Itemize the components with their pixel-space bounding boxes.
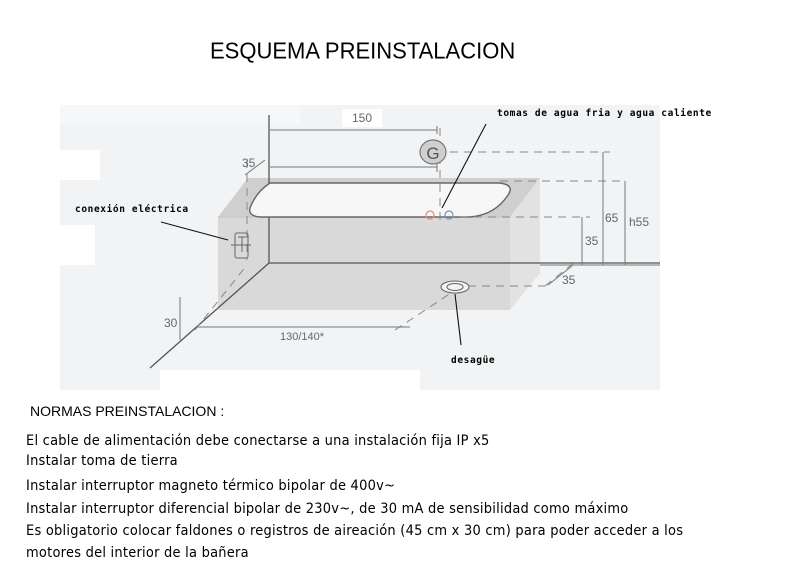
water-leader-line [441,123,487,209]
electrical-connection-label: conexión eléctrica [75,204,189,215]
dim-height-65: 65 [605,211,619,225]
rule-item: Instalar interruptor diferencial bipolar… [26,501,629,517]
hot-water-tap-icon [425,210,435,220]
dim-floor-30: 30 [164,316,178,330]
dim-depth-35: 35 [562,273,576,287]
dim-wall-offset: 35 [242,156,256,170]
dim-length-bottom: 130/140* [280,331,325,343]
dim-height-h55: h55 [629,215,649,229]
electrical-box-icon [231,232,251,259]
gauge-icon: G [419,139,447,165]
cold-water-tap-icon [444,210,454,220]
normas-heading: NORMAS PREINSTALACION : [30,403,225,419]
drain-icon [440,280,470,294]
drain-leader-line [454,293,462,346]
bathtub-preinstallation-diagram: G 150 35 65 h55 35 35 30 130/140* [60,105,660,390]
svg-text:G: G [426,144,439,163]
dim-height-35: 35 [585,234,599,248]
rule-item: El cable de alimentación debe conectarse… [26,433,490,449]
rule-item: Instalar interruptor magneto térmico bip… [26,478,396,494]
drain-label: desagüe [451,355,496,366]
electric-leader-line [160,221,229,241]
rule-item: Es obligatorio colocar faldones o regist… [26,523,684,539]
water-inlets-label: tomas de agua fria y agua caliente [497,108,712,119]
rule-item: motores del interior de la bañera [26,545,249,561]
dim-length-top: 150 [352,111,372,125]
page-title: ESQUEMA PREINSTALACION [210,37,516,64]
rule-item: Instalar toma de tierra [26,453,178,469]
tub-basin-outline [249,182,511,218]
tub-right-face [510,178,540,310]
